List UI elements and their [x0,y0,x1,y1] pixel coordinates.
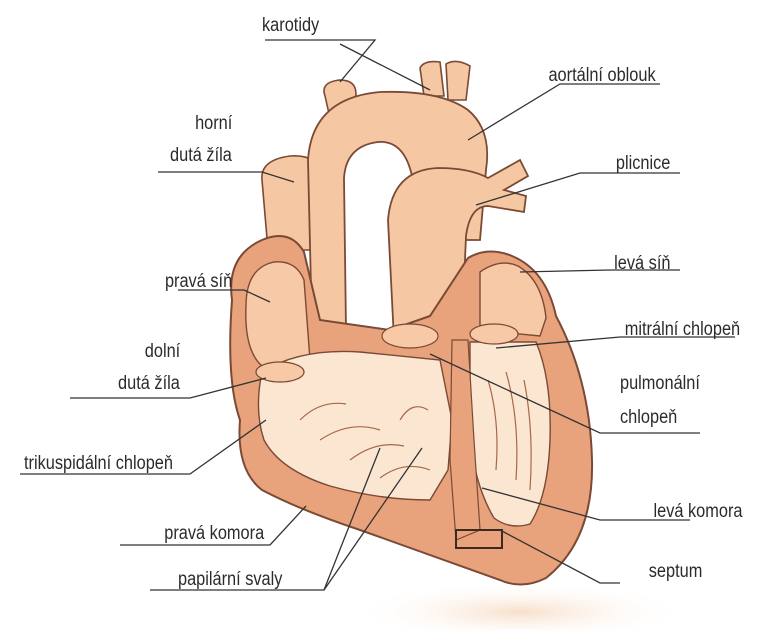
label-dolni-duta-zila: dutá žíla [118,372,180,395]
label-pulmonalni: pulmonální [620,372,700,395]
mitral-valve-shape [470,324,518,344]
floor-shadow [350,582,690,630]
label-trikuspidalni-chlopen: trikuspidální chlopeň [24,452,173,475]
label-leva-komora: levá komora [653,500,742,523]
label-mitralni-chlopen: mitrální chlopeň [625,318,740,341]
label-dolni: dolní [145,340,180,363]
label-septum: septum [648,560,702,583]
label-prava-sin: pravá síň [165,270,232,293]
right-atrium [246,262,310,367]
pulmonary-valve-shape [382,324,438,348]
carotid-mid-stub [420,62,444,96]
label-papilarni-svaly: papilární svaly [178,568,282,591]
label-prava-komora: pravá komora [164,522,264,545]
carotid-right-stub [446,61,470,100]
label-karotidy: karotidy [262,14,319,37]
label-leva-sin: levá síň [614,252,670,275]
label-pulmonalni-chlopen: chlopeň [620,406,677,429]
label-plicnice: plicnice [615,152,670,175]
label-horni: horní [195,112,232,135]
label-aortalni-oblouk: aortální oblouk [549,64,656,87]
label-horni-duta-zila: dutá žíla [170,144,232,167]
